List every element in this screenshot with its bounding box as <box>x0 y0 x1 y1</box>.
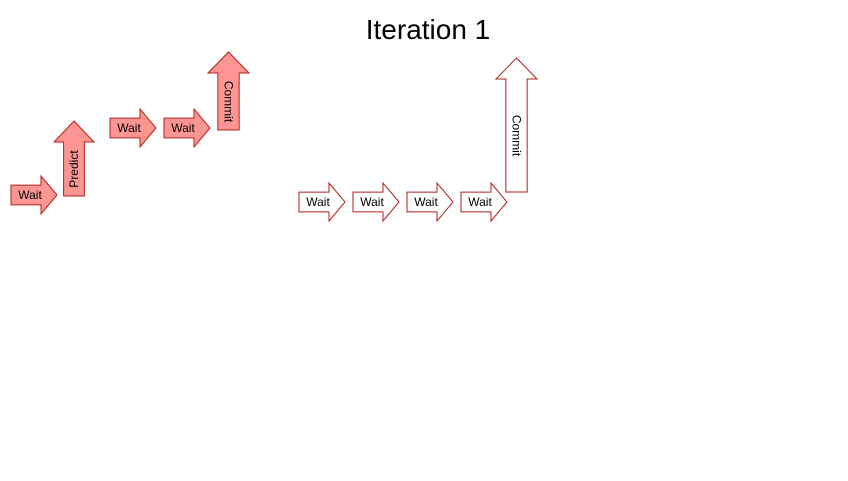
commit-step: Commit <box>206 51 251 131</box>
step-label: Predict <box>67 150 81 188</box>
wait-step: Wait <box>406 181 454 223</box>
wait-step: Wait <box>163 107 211 149</box>
step-label: Wait <box>18 188 42 202</box>
right-arrow-shape <box>109 107 157 149</box>
right-arrow-shape <box>406 181 454 223</box>
diagram-title: Iteration 1 <box>365 14 491 45</box>
step-label: Wait <box>306 195 330 209</box>
wait-step: Wait <box>10 174 58 216</box>
predict-step: Predict <box>52 120 96 197</box>
up-arrow-shape <box>206 51 251 131</box>
wait-step: Wait <box>298 181 346 223</box>
wait-step: Wait <box>109 107 157 149</box>
wait-step: Wait <box>460 181 508 223</box>
up-arrow-shape <box>52 120 96 197</box>
right-arrow-shape <box>460 181 508 223</box>
step-label: Commit <box>222 81 236 123</box>
step-label: Wait <box>117 121 141 135</box>
wait-step: Wait <box>352 181 400 223</box>
right-arrow-shape <box>352 181 400 223</box>
right-arrow-shape <box>298 181 346 223</box>
right-arrow-shape <box>163 107 211 149</box>
up-arrow-shape <box>494 57 539 193</box>
commit-step: Commit <box>494 57 539 193</box>
step-label: Wait <box>468 195 492 209</box>
right-arrow-shape <box>10 174 58 216</box>
step-label: Commit <box>510 115 524 157</box>
step-label: Wait <box>414 195 438 209</box>
step-label: Wait <box>360 195 384 209</box>
step-label: Wait <box>171 121 195 135</box>
